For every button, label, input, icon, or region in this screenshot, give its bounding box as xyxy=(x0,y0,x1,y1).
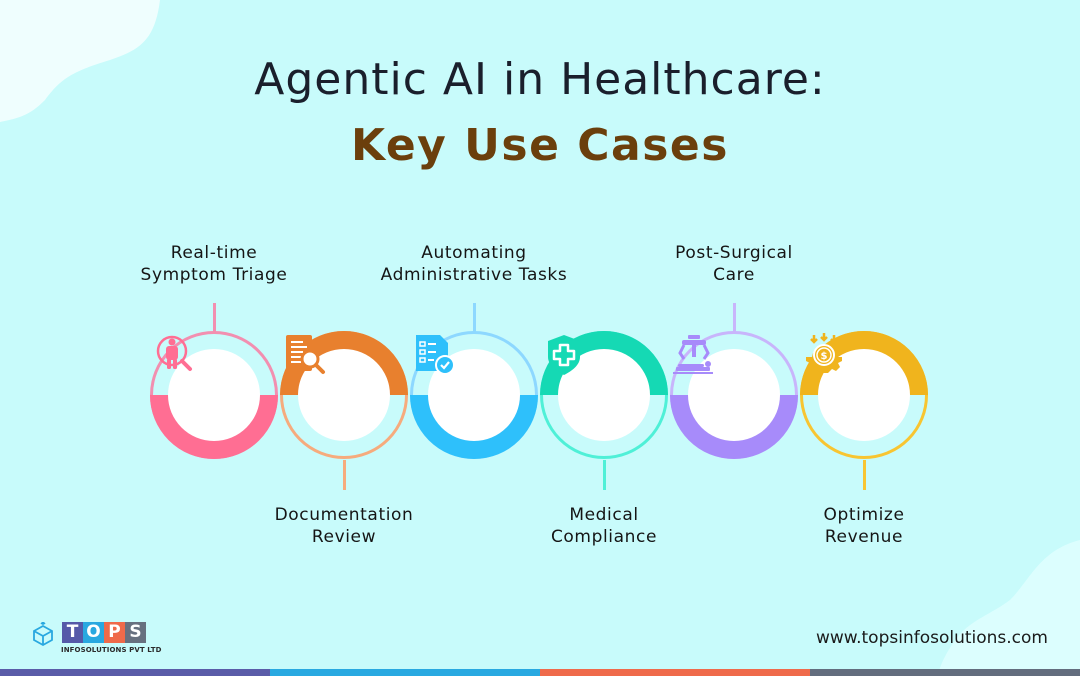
label-medical-compliance: Medical Compliance xyxy=(550,505,658,547)
label-administrative-tasks: Automating Administrative Tasks xyxy=(380,243,568,285)
connector-line xyxy=(863,460,866,490)
revenue-gear-icon: $ xyxy=(806,333,842,373)
logo-letter: P xyxy=(104,622,125,643)
connector-line xyxy=(603,460,606,490)
label-post-surgical-care: Post-Surgical Care xyxy=(675,243,793,285)
footer-bar-segment xyxy=(810,669,1080,676)
logo-wordmark: T O P S xyxy=(62,622,146,643)
page-title: Agentic AI in Healthcare: xyxy=(254,54,826,105)
cube-icon xyxy=(33,622,53,647)
medical-shield-icon xyxy=(548,335,580,375)
checklist-approved-icon xyxy=(416,335,455,375)
use-case-node-documentation-review xyxy=(280,331,408,459)
connector-line xyxy=(343,460,346,490)
label-documentation-review: Documentation Review xyxy=(274,505,414,547)
page-subtitle: Key Use Cases xyxy=(351,120,729,171)
connector-line xyxy=(733,303,736,333)
use-case-node-symptom-triage xyxy=(150,331,278,459)
website-link[interactable]: www.topsinfosolutions.com xyxy=(815,628,1048,648)
footer-bar-segment xyxy=(540,669,810,676)
svg-text:$: $ xyxy=(821,351,828,362)
footer-bar-segment xyxy=(270,669,540,676)
bottom-right-decorative-blob xyxy=(938,540,1080,676)
label-optimize-revenue: Optimize Revenue xyxy=(823,505,905,547)
robotic-surgery-icon xyxy=(673,335,713,374)
top-left-decorative-blob xyxy=(0,0,160,122)
use-case-node-medical-compliance xyxy=(540,331,668,459)
use-case-node-optimize-revenue: $ xyxy=(800,331,928,459)
patient-search-icon xyxy=(156,335,192,371)
use-case-node-post-surgical-care xyxy=(670,331,798,459)
logo-letter: S xyxy=(125,622,146,643)
logo-letter: T xyxy=(62,622,83,643)
logo-subtitle: INFOSOLUTIONS PVT LTD xyxy=(61,646,162,654)
use-case-node-administrative-tasks xyxy=(410,331,538,459)
document-search-icon xyxy=(286,335,325,374)
connector-line xyxy=(473,303,476,333)
connector-line xyxy=(213,303,216,333)
logo-letter: O xyxy=(83,622,104,643)
label-symptom-triage: Real-time Symptom Triage xyxy=(140,243,288,285)
footer-bar-segment xyxy=(0,669,270,676)
